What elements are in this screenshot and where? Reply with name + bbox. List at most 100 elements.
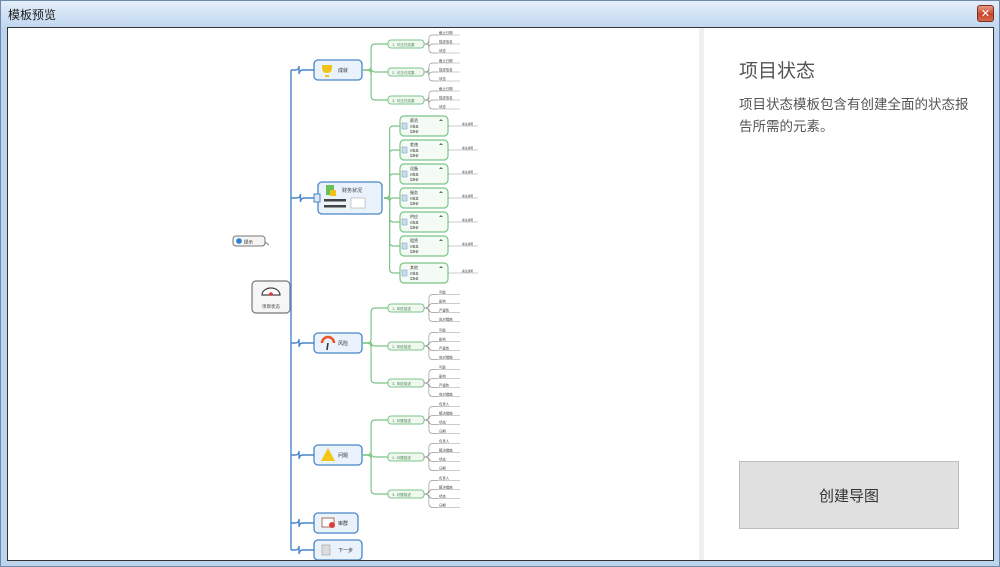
leaf-label: 可能 [439,365,446,370]
issue-sub-connector [362,419,388,456]
close-button[interactable]: ✕ [977,5,994,22]
finance-toggle [401,242,408,250]
issue-sub-leaf-connector [424,443,438,458]
leaf-label: 描述信息 [439,67,453,72]
finance-actual: 实际值 [410,130,419,134]
create-map-button[interactable]: 创建导图 [739,461,959,529]
leaf-label: 状态 [439,76,446,81]
info-icon [236,238,242,244]
issue-sub-leaf-connector [424,406,438,421]
finance-note: 备注说明 [462,194,473,198]
root-node [251,280,291,314]
risk-sub-leaf-connector [424,294,438,309]
finance-note: 备注说明 [462,242,473,246]
list-icon [321,544,331,556]
leaf-label: 状态 [439,457,446,462]
risk-sub-leaf-connector [424,382,438,388]
leaf-label: 严重性 [439,383,450,388]
achievement-sub-label: 3. 可交付成果 [392,98,415,103]
issue-sub-leaf-connector [424,415,438,421]
finance-field [324,205,346,208]
finance-toggle [401,146,408,154]
issue-sub-leaf-connector [424,419,438,425]
risk-sub-leaf-connector [424,307,438,313]
seal-icon [329,522,335,528]
gauge-icon [261,287,281,296]
achievement-sub-leaf-connector [424,95,438,105]
leaf-label: 状态 [439,420,446,425]
leaf-label: 影响 [439,374,446,379]
achievement-sub-leaf-connector [424,99,438,110]
branch-label: 问题 [338,452,348,459]
risk-sub-leaf-connector [424,382,438,397]
achievement-sub-leaf-connector [424,39,438,49]
finance-values [350,197,366,209]
badge-icon [321,517,335,528]
panel-divider [699,28,704,560]
leaf-label: 日期 [439,466,446,471]
risk-sub-leaf-connector [424,341,438,347]
achievement-sub-label: 2. 可交付成果 [392,70,415,75]
risk-sub-leaf-connector [424,345,438,360]
leaf-label: 截止日期 [439,30,453,35]
title-bar[interactable]: 模板预览 ✕ [1,1,999,27]
finance-approved: 已批准 [410,125,419,129]
leaf-label: 描述信息 [439,39,453,44]
issue-sub-leaf-connector [424,493,438,499]
up-arrow-icon [439,143,443,145]
branch-connector [291,193,318,203]
risk-sub-leaf-connector [424,369,438,384]
info-panel: 项目状态 项目状态模板包含有创建全面的状态报告所需的元素。 创建导图 [704,28,993,560]
finance-actual: 实际值 [410,250,419,254]
finance-connector [384,197,400,274]
finance-connector [384,173,400,199]
finance-note: 备注说明 [462,170,473,174]
finance-sub-label: 差旅 [410,141,418,147]
leaf-label: 状态 [439,104,446,109]
branch-label: 风险 [338,340,348,347]
template-description: 项目状态模板包含有创建全面的状态报告所需的元素。 [739,97,969,135]
branch-connector [291,338,314,348]
issue-sub-label: 3. 问题描述 [392,492,411,497]
finance-approved: 已批准 [410,221,419,225]
achievement-sub-label: 1. 可交付成果 [392,42,415,47]
risk-sub-leaf-connector [424,303,438,309]
leaf-label: 可能 [439,290,446,295]
leaf-label: 应对措施 [439,317,453,322]
branch-label: 财务状况 [342,187,362,194]
branch-connector [291,65,314,75]
finance-approved: 已批准 [410,149,419,153]
leaf-label: 日期 [439,429,446,434]
finance-field [324,199,346,202]
issue-sub-connector [362,454,388,495]
finance-approved: 已批准 [410,245,419,249]
finance-toggle [401,122,408,130]
callout-pointer [264,241,270,246]
issue-sub-leaf-connector [424,419,438,434]
leaf-label: 解决措施 [439,485,453,490]
finance-note: 备注说明 [462,269,473,273]
risk-sub-label: 3. 风险描述 [392,381,411,386]
issue-sub-leaf-connector [424,489,438,495]
leaf-label: 影响 [439,337,446,342]
branch-node-4 [313,512,359,534]
finance-sub-label: 设备 [410,165,418,171]
up-arrow-icon [439,119,443,121]
issue-sub-connector [362,452,388,460]
leaf-label: 截止日期 [439,58,453,63]
finance-connector [384,197,400,223]
callout-label: 提示 [244,239,253,246]
leaf-label: 应对措施 [439,355,453,360]
leaf-label: 可能 [439,328,446,333]
leaf-label: 严重性 [439,346,450,351]
leaf-label: 负责人 [439,402,450,407]
achievement-sub-leaf-connector [424,90,438,101]
branch-connector [291,518,314,528]
finance-sub-label: 供应 [410,213,418,219]
finance-note: 备注说明 [462,146,473,150]
risk-sub-label: 2. 风险描述 [392,344,411,349]
leaf-label: 负责人 [439,439,450,444]
finance-approved: 已批准 [410,272,419,276]
finance-approved: 已批准 [410,173,419,177]
